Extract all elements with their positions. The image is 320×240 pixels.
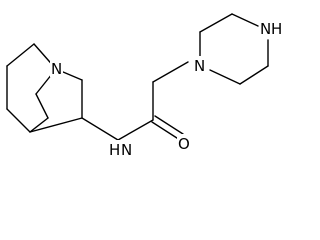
bond-inner-lower-to-bridgehead — [29, 117, 49, 133]
quinuclidine-n-label: N — [51, 60, 62, 78]
piperazine-n4-label: N — [260, 20, 271, 38]
bond-lines — [6, 13, 269, 141]
bond-carbonyl-double-1 — [151, 121, 181, 141]
bond-inner-left-to-inner-lower — [35, 93, 49, 119]
piperazine-nh-label-bg — [259, 18, 283, 37]
carbonyl-o-label-bg — [177, 134, 190, 151]
amide-nh-label-bg — [109, 140, 135, 157]
bond-carbonyl-double-2 — [154, 115, 184, 135]
piperazine-n1-label: N — [194, 57, 205, 75]
chemical-structure-diagram: N N H O N N H — [6, 13, 283, 159]
bond-amide-n-to-carbonyl-c — [117, 119, 154, 141]
amide-n-label: N — [121, 141, 132, 159]
bond-c3-to-bridgehead — [29, 117, 83, 133]
bond-piperazine-c-bottom-to-n1 — [209, 69, 241, 85]
piperazine-h-label: H — [271, 20, 282, 38]
bond-piperazine-c-top-to-n4 — [231, 13, 259, 27]
piperazine-n1-label-bg — [193, 56, 206, 73]
bond-bridge-top-to-left-upper — [6, 43, 35, 67]
quinuclidine-n-label-bg — [50, 60, 63, 77]
amide-h-label: H — [109, 141, 120, 159]
atom-labels: N N H O N N H — [50, 18, 283, 159]
bond-piperazine-c-upper-left-to-c-top — [199, 13, 233, 33]
bond-c3-to-amide-n — [81, 117, 119, 141]
bond-ch2-to-piperazine-n1 — [152, 61, 189, 83]
bond-left-lower-to-bridgehead — [6, 108, 31, 133]
bond-piperazine-c-right-to-c-bottom — [239, 65, 269, 85]
carbonyl-o-label: O — [178, 135, 190, 153]
